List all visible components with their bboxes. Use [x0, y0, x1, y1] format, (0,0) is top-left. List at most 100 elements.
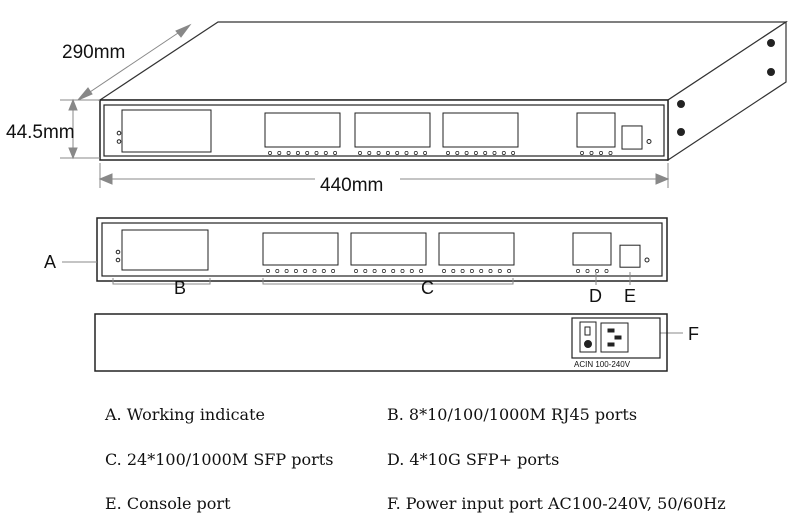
port-led-icon: [483, 151, 488, 155]
console-port: [619, 244, 641, 268]
sfp-plus-port-block: [572, 232, 612, 266]
port-led-icon: [469, 269, 474, 273]
sfp-plus-port-block: [576, 112, 616, 148]
reset-button-icon: [644, 257, 650, 263]
port-led-icon: [284, 269, 289, 273]
port-led-icon: [404, 151, 409, 155]
callout-e: E: [624, 286, 636, 306]
port-led-icon: [511, 151, 516, 155]
port-led-icon: [277, 151, 282, 155]
power-port-box: [571, 317, 661, 359]
working-led-icon: [116, 139, 122, 144]
port-led-icon: [381, 269, 386, 273]
port-led-icon: [595, 269, 599, 273]
power-label: ACIN 100-240V: [574, 360, 631, 369]
port-led-icon: [391, 269, 396, 273]
port-led-icon: [585, 269, 590, 273]
port-led-icon: [295, 151, 300, 155]
callout-a: A: [44, 252, 56, 272]
port-led-icon: [589, 151, 594, 155]
sfp-port-block: [350, 232, 427, 266]
port-led-icon: [423, 151, 428, 155]
port-led-icon: [507, 269, 512, 273]
port-led-icon: [321, 269, 326, 273]
port-led-icon: [372, 269, 377, 273]
port-led-icon: [354, 269, 358, 273]
port-led-icon: [501, 151, 506, 155]
legend-b: B. 8*10/100/1000M RJ45 ports: [387, 405, 638, 424]
port-led-icon: [400, 269, 405, 273]
port-led-icon: [305, 151, 310, 155]
reset-button-icon: [646, 139, 652, 144]
sfp-port-block: [354, 112, 431, 148]
port-led-icon: [395, 151, 400, 155]
port-led-icon: [331, 269, 336, 273]
sfp-port-block: [442, 112, 519, 148]
callout-lines: [62, 261, 683, 334]
rack-hole: [677, 100, 685, 108]
port-led-icon: [358, 151, 362, 155]
port-led-icon: [608, 151, 613, 155]
port-led-icon: [268, 151, 272, 155]
legend-e: E. Console port: [105, 494, 231, 513]
port-led-icon: [293, 269, 298, 273]
port-led-icon: [580, 151, 584, 155]
depth-label: 290mm: [62, 42, 125, 63]
legend-d: D. 4*10G SFP+ ports: [387, 450, 560, 469]
rj45-port-block: [121, 109, 212, 153]
port-led-icon: [442, 269, 446, 273]
device-top-face: [98, 21, 788, 101]
power-switch-icon: [579, 321, 597, 353]
console-port: [621, 125, 643, 150]
port-led-icon: [492, 151, 497, 155]
port-led-icon: [473, 151, 478, 155]
port-led-icon: [376, 151, 381, 155]
port-led-icon: [455, 151, 460, 155]
callout-d: D: [589, 286, 602, 306]
port-led-icon: [409, 269, 414, 273]
port-led-icon: [413, 151, 418, 155]
port-led-icon: [333, 151, 338, 155]
port-led-icon: [479, 269, 484, 273]
rack-hole: [767, 39, 775, 47]
width-label: 440mm: [320, 175, 383, 196]
port-led-icon: [275, 269, 280, 273]
port-led-icon: [266, 269, 270, 273]
sfp-port-block: [262, 232, 339, 266]
working-led-icon: [115, 249, 121, 255]
sfp-port-block: [264, 112, 341, 148]
callout-b: B: [174, 278, 186, 298]
port-led-icon: [363, 269, 368, 273]
working-led-icon: [116, 130, 122, 136]
port-led-icon: [464, 151, 469, 155]
port-led-icon: [497, 269, 502, 273]
dimension-lines: [60, 23, 670, 188]
port-led-icon: [385, 151, 390, 155]
port-led-icon: [599, 151, 603, 155]
back-panel: [94, 313, 668, 372]
device-front-inner: [103, 104, 665, 157]
port-led-icon: [314, 151, 319, 155]
device-front-face: [99, 99, 669, 161]
port-led-icon: [323, 151, 328, 155]
port-led-icon: [451, 269, 456, 273]
device-3d-view: [98, 20, 788, 162]
working-led-icon: [115, 257, 121, 263]
legend-c: C. 24*100/1000M SFP ports: [105, 450, 334, 469]
port-led-icon: [446, 151, 450, 155]
legend-a: A. Working indicate: [105, 405, 265, 424]
port-led-icon: [460, 269, 465, 273]
port-led-icon: [419, 269, 424, 273]
port-led-icon: [576, 269, 580, 273]
power-socket-icon: [600, 322, 629, 353]
legend-f: F. Power input port AC100-240V, 50/60Hz: [387, 494, 726, 513]
rj45-port-block: [121, 229, 209, 271]
port-led-icon: [312, 269, 317, 273]
callout-f: F: [688, 324, 699, 344]
sfp-port-block: [438, 232, 515, 266]
port-led-icon: [367, 151, 372, 155]
port-led-icon: [286, 151, 291, 155]
front-panel: [96, 217, 668, 282]
port-led-icon: [604, 269, 609, 273]
